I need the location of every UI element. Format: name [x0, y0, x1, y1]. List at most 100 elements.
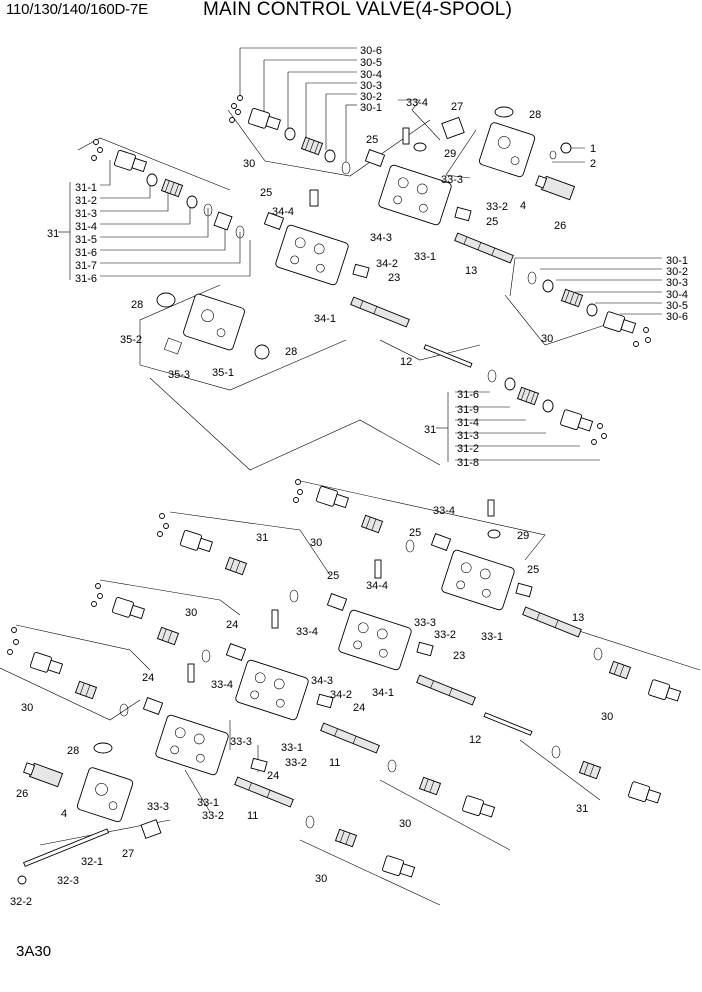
part-callout-30-3: 30-3: [666, 277, 688, 289]
part-callout-30-1: 30-1: [360, 102, 382, 114]
model-number: 110/130/140/160D-7E: [6, 1, 148, 18]
part-callout-31-6: 31-6: [75, 273, 97, 285]
part-callout-28: 28: [67, 745, 79, 757]
part-callout-35-1: 35-1: [212, 367, 234, 379]
part-callout-29: 29: [444, 148, 456, 160]
part-callout-12: 12: [400, 356, 412, 368]
part-callout-30: 30: [399, 818, 411, 830]
part-callout-26: 26: [554, 220, 566, 232]
part-callout-33-1: 33-1: [197, 797, 219, 809]
part-callout-31-6: 31-6: [457, 389, 479, 401]
part-callout-13: 13: [465, 265, 477, 277]
part-callout-25: 25: [260, 187, 272, 199]
part-callout-2: 2: [590, 158, 596, 170]
part-callout-28: 28: [529, 109, 541, 121]
part-callout-30: 30: [21, 702, 33, 714]
part-callout-31-2: 31-2: [75, 195, 97, 207]
part-callout-31-6: 31-6: [75, 247, 97, 259]
part-callout-30: 30: [315, 873, 327, 885]
part-callout-4: 4: [520, 200, 526, 212]
part-callout-31-9: 31-9: [457, 404, 479, 416]
part-callout-34-3: 34-3: [311, 675, 333, 687]
part-callout-33-4: 33-4: [211, 679, 233, 691]
part-callout-33-3: 33-3: [414, 617, 436, 629]
part-callout-31-4: 31-4: [75, 221, 97, 233]
part-callout-25: 25: [366, 134, 378, 146]
part-callout-31-7: 31-7: [75, 260, 97, 272]
part-callout-33-2: 33-2: [285, 757, 307, 769]
part-callout-31-2: 31-2: [457, 443, 479, 455]
bottom-assembly-frames: [0, 479, 701, 906]
page-title: MAIN CONTROL VALVE(4-SPOOL): [203, 0, 513, 20]
part-callout-31: 31: [424, 424, 436, 436]
part-callout-30-3: 30-3: [360, 80, 382, 92]
page-header: 110/130/140/160D-7E MAIN CONTROL VALVE(4…: [0, 0, 702, 26]
part-callout-24: 24: [267, 770, 279, 782]
part-callout-30-4: 30-4: [666, 289, 688, 301]
part-callout-25: 25: [527, 564, 539, 576]
part-callout-23: 23: [453, 650, 465, 662]
part-callout-24: 24: [142, 672, 154, 684]
part-callout-33-4: 33-4: [433, 505, 455, 517]
part-callout-30: 30: [243, 158, 255, 170]
part-callout-34-4: 34-4: [366, 580, 388, 592]
part-callout-33-2: 33-2: [202, 810, 224, 822]
part-callout-23: 23: [388, 272, 400, 284]
part-callout-34-2: 34-2: [330, 689, 352, 701]
part-callout-24: 24: [226, 619, 238, 631]
part-callout-29: 29: [517, 530, 529, 542]
part-callout-30: 30: [185, 607, 197, 619]
part-callout-12: 12: [469, 734, 481, 746]
part-callout-33-3: 33-3: [147, 801, 169, 813]
part-callout-25: 25: [486, 216, 498, 228]
part-callout-1: 1: [590, 143, 596, 155]
part-callout-35-3: 35-3: [168, 369, 190, 381]
part-callout-31-3: 31-3: [457, 430, 479, 442]
part-callout-28: 28: [285, 346, 297, 358]
part-callout-31-4: 31-4: [457, 417, 479, 429]
top-assembly-parts: [91, 95, 651, 445]
part-callout-33-1: 33-1: [281, 742, 303, 754]
part-callout-31-3: 31-3: [75, 208, 97, 220]
part-callout-25: 25: [327, 570, 339, 582]
part-callout-30-5: 30-5: [360, 57, 382, 69]
part-callout-33-4: 33-4: [406, 97, 428, 109]
part-callout-30-1: 30-1: [666, 255, 688, 267]
part-callout-31: 31: [47, 228, 59, 240]
part-callout-31-8: 31-8: [457, 457, 479, 469]
part-callout-25: 25: [409, 527, 421, 539]
part-callout-30-6: 30-6: [666, 311, 688, 323]
part-callout-30: 30: [601, 711, 613, 723]
part-callout-33-2: 33-2: [486, 201, 508, 213]
part-callout-33-3: 33-3: [230, 736, 252, 748]
part-callout-34-1: 34-1: [372, 687, 394, 699]
part-callout-4: 4: [61, 808, 67, 820]
part-callout-34-3: 34-3: [370, 232, 392, 244]
part-callout-11: 11: [247, 810, 258, 822]
page-code: 3A30: [16, 943, 52, 960]
part-callout-31: 31: [256, 532, 268, 544]
part-callout-34-2: 34-2: [376, 258, 398, 270]
part-callout-31-5: 31-5: [75, 234, 97, 246]
top-assembly-frames: [58, 47, 662, 471]
part-callout-30-2: 30-2: [360, 91, 382, 103]
bottom-assembly-parts: [7, 479, 682, 885]
part-callout-30: 30: [541, 333, 553, 345]
part-callout-33-1: 33-1: [414, 251, 436, 263]
part-callout-11: 11: [329, 757, 340, 769]
part-callout-24: 24: [353, 702, 365, 714]
part-callout-26: 26: [16, 788, 28, 800]
part-callout-30-5: 30-5: [666, 300, 688, 312]
part-callout-33-4: 33-4: [296, 626, 318, 638]
part-callout-28: 28: [131, 299, 143, 311]
part-callout-32-2: 32-2: [10, 896, 32, 908]
part-callout-27: 27: [451, 101, 463, 113]
part-callout-35-2: 35-2: [120, 334, 142, 346]
part-callout-31: 31: [576, 803, 588, 815]
part-callout-30-4: 30-4: [360, 69, 382, 81]
part-callout-27: 27: [122, 848, 134, 860]
part-callout-30-2: 30-2: [666, 266, 688, 278]
